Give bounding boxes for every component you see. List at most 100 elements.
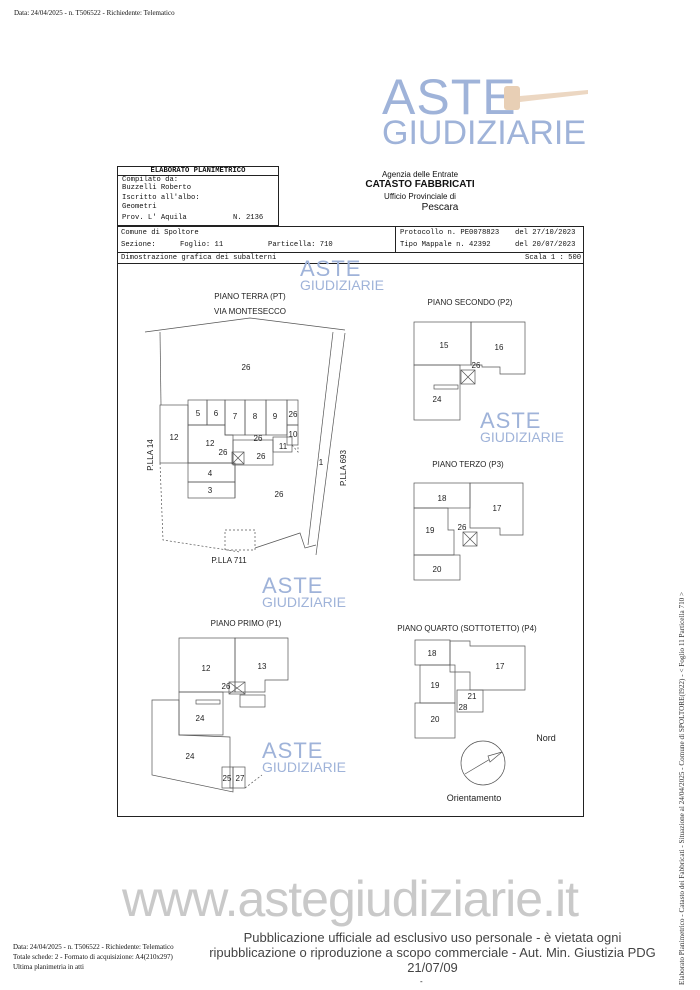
iscritto-value: Geometri <box>122 203 157 211</box>
aste-giudiziarie-logo: ASTE GIUDIZIARIE <box>382 72 586 150</box>
watermark-line-2: GIUDIZIARIE <box>262 759 347 775</box>
publication-notice-1: Pubblicazione ufficiale ad esclusivo uso… <box>243 930 622 945</box>
iscritto-label: Iscritto all'albo: <box>122 194 200 202</box>
room-label: 20 <box>433 565 442 574</box>
room-label: 20 <box>431 715 440 724</box>
room-label: 13 <box>258 662 267 671</box>
compilato-label: Compilato da: <box>122 176 179 184</box>
compass-circle <box>460 740 506 786</box>
catasto-title: CATASTO FABBRICATI <box>365 179 475 190</box>
room-label: 5 <box>196 409 201 418</box>
divider <box>117 252 584 253</box>
drawing-frame <box>117 226 584 817</box>
room-label: 12 <box>206 439 215 448</box>
room-label: 19 <box>431 681 440 690</box>
room-label: 8 <box>253 412 258 421</box>
parcel-label-bottom: P.LLA 711 <box>211 556 247 565</box>
website-watermark: www.astegiudiziarie.it <box>122 871 579 927</box>
ufficio-label: Ufficio Provinciale di <box>384 192 456 201</box>
publication-notice-2: ripubblicazione o riproduzione a scopo c… <box>209 945 656 975</box>
particella: Particella: 710 <box>268 241 333 249</box>
watermark-line-1: ASTE <box>480 408 542 433</box>
room-label: 26 <box>222 682 231 691</box>
watermark-line-1: ASTE <box>300 256 362 281</box>
watermark-line-1: ASTE <box>262 573 324 598</box>
room-label: 12 <box>170 433 179 442</box>
room-label: 26 <box>219 448 228 457</box>
watermark-line-2: GIUDIZIARIE <box>382 114 587 152</box>
plan-title-p4: PIANO QUARTO (SOTTOTETTO) (P4) <box>397 624 537 633</box>
room-label: 19 <box>426 526 435 535</box>
side-caption: Elaborato Planimetrico - Catasto dei Fab… <box>678 591 686 985</box>
plan-title-p1: PIANO PRIMO (P1) <box>211 619 282 628</box>
street-name: VIA MONTESECCO <box>214 307 286 316</box>
room-label: 24 <box>433 395 442 404</box>
room-label: 26 <box>254 434 263 443</box>
room-label: 25 <box>223 774 232 783</box>
divider <box>117 263 584 264</box>
sezione: Sezione: <box>121 241 156 249</box>
comune: Comune di Spoltore <box>121 229 199 237</box>
compass-arrow-icon <box>487 751 503 763</box>
room-label: 16 <box>495 343 504 352</box>
divider <box>395 226 396 252</box>
room-label: 24 <box>186 752 195 761</box>
watermark-line-1: ASTE <box>262 738 324 763</box>
room-label: 24 <box>196 714 205 723</box>
plan-title-pt: PIANO TERRA (PT) <box>214 292 286 301</box>
foglio: Foglio: 11 <box>180 241 224 249</box>
divider <box>117 166 279 176</box>
room-label: 26 <box>242 363 251 372</box>
scale: Scala 1 : 500 <box>525 254 582 262</box>
room-label: 26 <box>275 490 284 499</box>
room-label: 18 <box>438 494 447 503</box>
plan-title-p3: PIANO TERZO (P3) <box>432 460 504 469</box>
room-label: 10 <box>289 430 298 439</box>
watermark-line-2: GIUDIZIARIE <box>262 594 347 610</box>
agency-name: Agenzia delle Entrate <box>381 170 459 179</box>
room-label: 26 <box>458 523 467 532</box>
room-label: 27 <box>236 774 245 783</box>
parcel-label-left: P.LLA 14 <box>146 439 155 471</box>
plan-title-p2: PIANO SECONDO (P2) <box>428 298 513 307</box>
room-label: 18 <box>428 649 437 658</box>
compilato-value: Buzzelli Roberto <box>122 184 192 192</box>
registration-number: N. 2136 <box>233 214 264 222</box>
room-label: 12 <box>202 664 211 673</box>
room-label: 7 <box>233 412 238 421</box>
author-box <box>117 166 279 226</box>
room-label: 28 <box>459 703 468 712</box>
room-label: 4 <box>208 469 213 478</box>
footer-line-3: Ultima planimetria in atti <box>13 963 84 971</box>
tipo-mappale: Tipo Mappale n. 42392 <box>400 241 491 249</box>
gavel-icon <box>504 86 588 110</box>
room-label: 17 <box>493 504 502 513</box>
protocollo: Protocollo n. PE0078823 <box>400 229 500 237</box>
protocollo-date: del 27/10/2023 <box>515 229 576 237</box>
footer-line-1: Data: 24/04/2025 - n. T506522 - Richiede… <box>13 943 174 951</box>
room-label: 1 <box>319 458 324 467</box>
room-label: 3 <box>208 486 213 495</box>
tipo-mappale-date: del 20/07/2023 <box>515 241 576 249</box>
dimostrazione-label: Dimostrazione grafica dei subalterni <box>121 254 277 262</box>
compass-north-label: Nord <box>536 733 556 743</box>
room-label: 26 <box>289 410 298 419</box>
footer-line-2: Totale schede: 2 - Formato di acquisizio… <box>13 953 173 961</box>
room-label: 6 <box>214 409 219 418</box>
room-label: 26 <box>257 452 266 461</box>
room-label: 26 <box>472 361 481 370</box>
watermark-line-2: GIUDIZIARIE <box>480 429 565 445</box>
room-label: 21 <box>468 692 477 701</box>
room-label: 11 <box>279 442 288 451</box>
room-label: 15 <box>440 341 449 350</box>
room-label: 17 <box>496 662 505 671</box>
document-header: Data: 24/04/2025 - n. T506522 - Richiede… <box>14 9 175 17</box>
province: Prov. L' Aquila <box>122 214 187 222</box>
room-label: 9 <box>273 412 278 421</box>
ufficio-city: Pescara <box>421 202 459 213</box>
watermark-line-1: ASTE <box>382 69 517 125</box>
